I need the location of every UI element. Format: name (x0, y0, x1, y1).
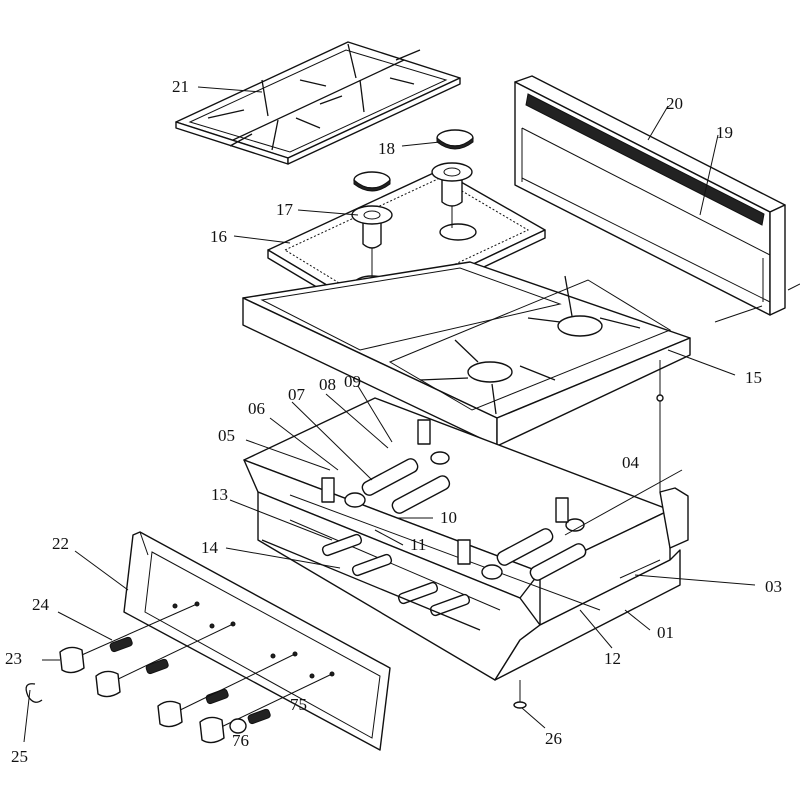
label-19: 19 (716, 123, 733, 142)
label-18: 18 (378, 139, 395, 158)
label-21: 21 (172, 77, 189, 96)
label-11: 11 (410, 535, 426, 554)
label-08: 08 (319, 375, 336, 394)
label-06: 06 (248, 399, 265, 418)
label-03: 03 (765, 577, 782, 596)
label-09: 09 (344, 372, 361, 391)
igniter-button-76 (229, 718, 247, 734)
label-16: 16 (210, 227, 227, 246)
burner-tubes (261, 419, 587, 631)
label-26: 26 (545, 729, 562, 748)
label-14: 14 (201, 538, 219, 557)
foot-26 (513, 701, 527, 709)
label-15: 15 (745, 368, 762, 387)
label-24: 24 (32, 595, 50, 614)
label-75: 75 (290, 695, 307, 714)
burner-head-17 (351, 171, 393, 280)
label-01: 01 (657, 623, 674, 642)
grate-21 (175, 41, 461, 165)
label-22: 22 (52, 534, 69, 553)
label-20: 20 (666, 94, 683, 113)
label-10: 10 (440, 508, 457, 527)
knobs-23 (59, 646, 247, 744)
clip-25 (25, 683, 43, 703)
vent-grille-20 (525, 93, 765, 226)
label-25: 25 (11, 747, 28, 766)
label-76: 76 (232, 731, 249, 750)
top-assembly-15 (242, 261, 691, 492)
label-23: 23 (5, 649, 22, 668)
backsplash-19 (514, 75, 800, 323)
leader-lines (23, 86, 756, 743)
valves-24 (74, 603, 333, 731)
label-12: 12 (604, 649, 621, 668)
label-04: 04 (622, 453, 640, 472)
label-07: 07 (288, 385, 306, 404)
label-17: 17 (276, 200, 294, 219)
label-05: 05 (218, 426, 235, 445)
part-labels: 21 18 17 16 20 19 15 05 06 07 08 09 04 1… (5, 77, 782, 766)
label-13: 13 (211, 485, 228, 504)
burner-head-17b (431, 129, 474, 228)
